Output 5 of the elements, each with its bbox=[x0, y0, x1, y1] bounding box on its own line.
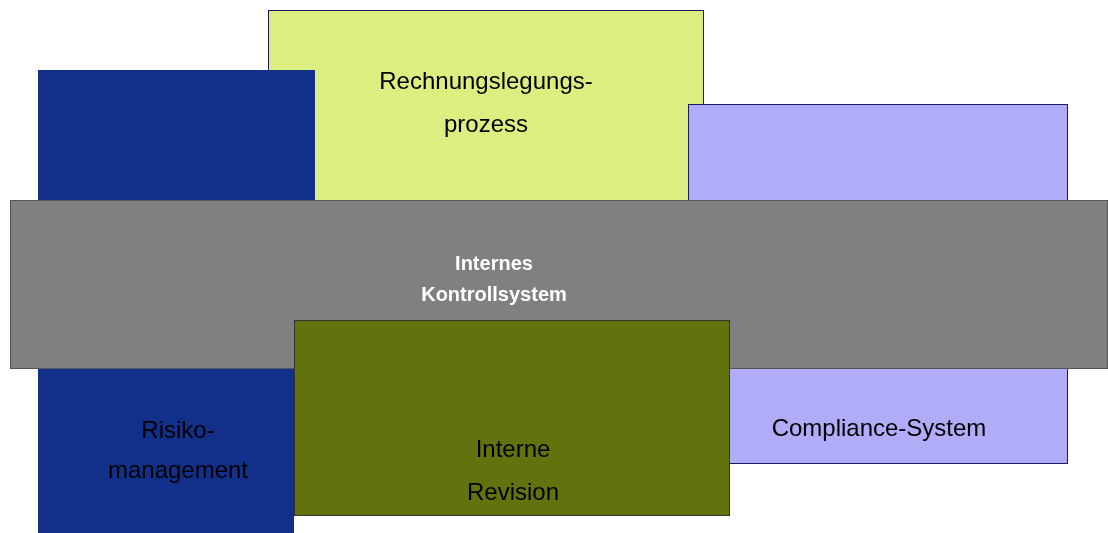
box-label: Rechnungslegungs- prozess bbox=[378, 66, 594, 139]
box-label: Risiko- management bbox=[106, 415, 250, 485]
box-label: Compliance-System bbox=[770, 413, 988, 443]
box-label: Interne Revision bbox=[465, 434, 560, 507]
band-label: Internes Kontrollsystem bbox=[420, 251, 568, 307]
